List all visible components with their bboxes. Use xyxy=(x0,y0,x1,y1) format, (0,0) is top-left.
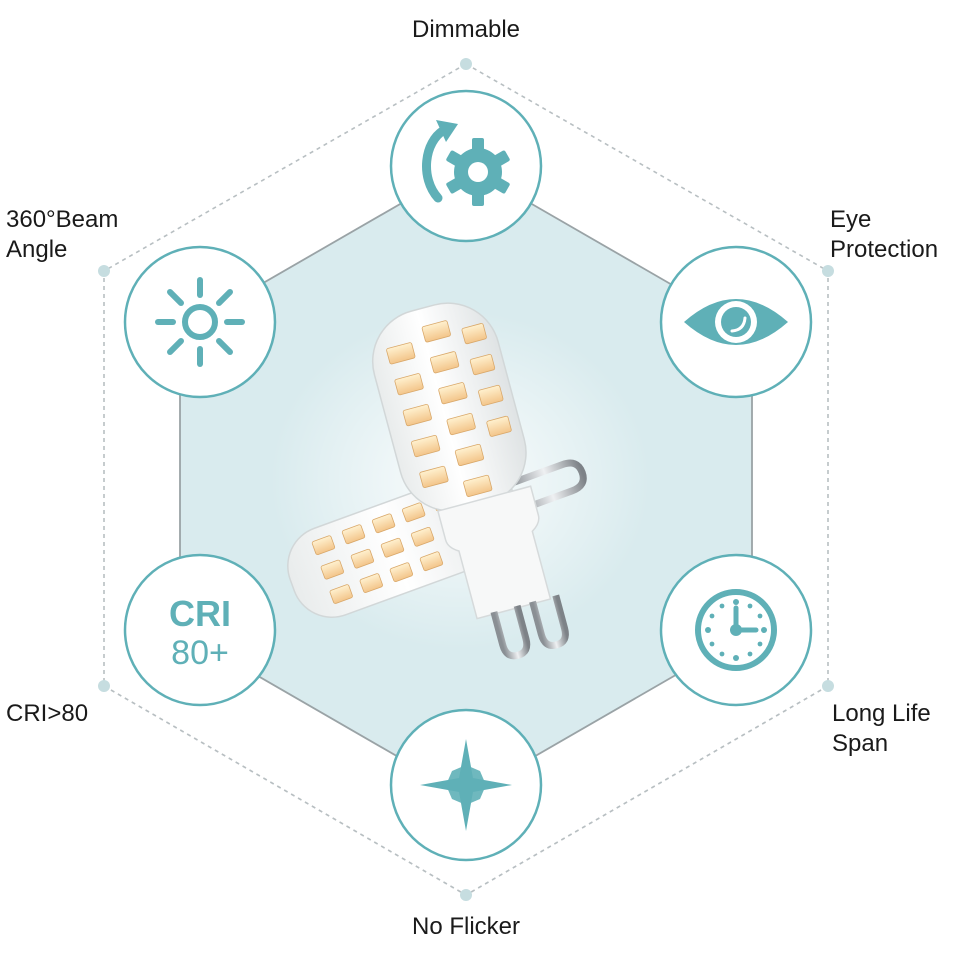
label-beam-angle-line1: 360°Beam xyxy=(6,206,119,233)
feature-beam-angle xyxy=(123,245,277,399)
label-dimmable-text: Dimmable xyxy=(411,16,521,43)
eye-icon xyxy=(684,299,788,345)
label-dimmable: Dimmable xyxy=(366,15,566,45)
vertex-dot-top xyxy=(460,58,472,70)
label-cri-text: CRI>80 xyxy=(6,700,89,727)
vertex-dot-bottom xyxy=(460,889,472,901)
label-long-life-line2: Span xyxy=(832,730,889,757)
g9-led-bulb-illustration xyxy=(270,302,650,660)
feature-dimmable xyxy=(389,89,543,243)
clock-icon xyxy=(695,589,777,671)
label-beam-angle: 360°Beam Angle xyxy=(6,205,118,265)
feature-eye-protection xyxy=(659,245,813,399)
vertex-dot-bottom-right xyxy=(822,680,834,692)
vertex-dots xyxy=(98,58,834,901)
feature-cri: CRI 80+ xyxy=(123,553,277,707)
vertex-dot-top-right xyxy=(822,265,834,277)
cri-badge-value: 80+ xyxy=(171,634,229,672)
vertex-dot-bottom-left xyxy=(98,680,110,692)
label-cri: CRI>80 xyxy=(6,699,88,729)
label-no-flicker-text: No Flicker xyxy=(411,913,520,940)
label-eye-protection-line1: Eye xyxy=(830,206,872,233)
label-beam-angle-line2: Angle xyxy=(6,236,68,263)
label-eye-protection: Eye Protection xyxy=(830,205,938,265)
cri-badge-title: CRI xyxy=(169,593,231,634)
label-no-flicker: No Flicker xyxy=(366,912,566,942)
feature-no-flicker xyxy=(389,708,543,862)
label-eye-protection-line2: Protection xyxy=(830,236,939,263)
sparkle-icon xyxy=(420,739,512,831)
label-long-life: Long Life Span xyxy=(832,699,931,759)
label-long-life-line1: Long Life xyxy=(832,700,931,727)
vertex-dot-top-left xyxy=(98,265,110,277)
sun-icon xyxy=(155,277,245,367)
feature-long-life xyxy=(659,553,813,707)
dimmable-gear-icon xyxy=(422,120,510,206)
